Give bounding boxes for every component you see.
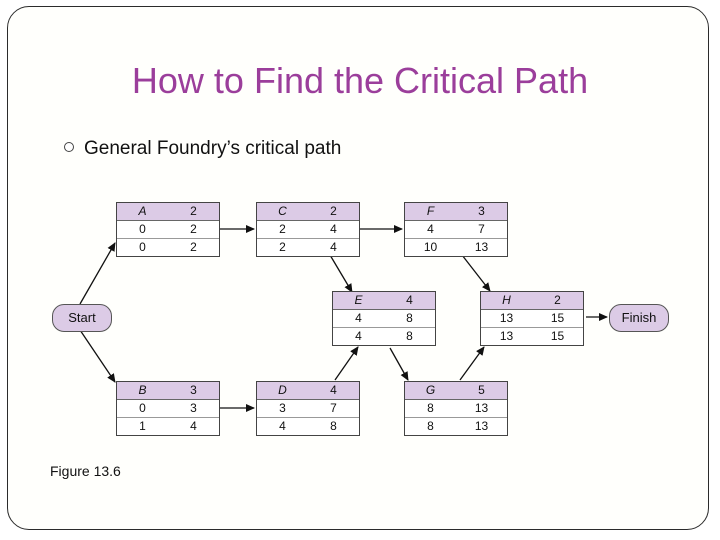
- early-start: 0: [139, 222, 146, 236]
- activity-name: G: [425, 383, 436, 397]
- early-times-row: 13 15: [481, 310, 583, 327]
- late-finish: 4: [330, 240, 337, 254]
- late-start: 13: [499, 329, 514, 343]
- late-start: 10: [423, 240, 438, 254]
- arrow-start-b: [79, 329, 116, 383]
- start-node: Start: [52, 304, 112, 332]
- early-finish: 3: [190, 401, 197, 415]
- early-start: 8: [427, 401, 434, 415]
- slide-title: How to Find the Critical Path: [131, 60, 589, 101]
- late-start: 1: [139, 419, 146, 433]
- early-start: 13: [499, 311, 514, 325]
- late-times-row: 8 13: [405, 417, 507, 435]
- late-start: 2: [279, 240, 286, 254]
- early-finish: 2: [190, 222, 197, 236]
- activity-name: E: [354, 293, 363, 307]
- arrow-c-e: [329, 254, 353, 293]
- late-finish: 13: [474, 240, 489, 254]
- late-start: 0: [139, 240, 146, 254]
- activity-name: D: [278, 383, 287, 397]
- late-start: 4: [355, 329, 362, 343]
- early-finish: 4: [330, 222, 337, 236]
- activity-name: F: [426, 204, 435, 218]
- figure-caption: Figure 13.6: [50, 463, 121, 479]
- bullet-item: General Foundry’s critical path: [64, 138, 341, 160]
- activity-duration: 5: [478, 383, 485, 397]
- late-finish: 8: [330, 419, 337, 433]
- activity-duration: 4: [406, 293, 413, 307]
- activity-name: C: [278, 204, 287, 218]
- early-start: 4: [427, 222, 434, 236]
- late-finish: 4: [190, 419, 197, 433]
- activity-duration: 3: [478, 204, 485, 218]
- late-finish: 13: [474, 419, 489, 433]
- activity-duration: 4: [330, 383, 337, 397]
- bullet-circle-icon: [64, 141, 74, 152]
- early-start: 3: [279, 401, 286, 415]
- early-start: 0: [139, 401, 146, 415]
- late-start: 8: [427, 419, 434, 433]
- late-times-row: 13 15: [481, 327, 583, 345]
- early-finish: 8: [406, 311, 413, 325]
- early-finish: 13: [474, 401, 489, 415]
- late-start: 4: [279, 419, 286, 433]
- early-times-row: 8 13: [405, 400, 507, 417]
- activity-name: B: [138, 383, 147, 397]
- early-finish: 7: [478, 222, 485, 236]
- late-finish: 8: [406, 329, 413, 343]
- arrow-f-h: [461, 254, 491, 292]
- activity-name: H: [502, 293, 511, 307]
- finish-node: Finish: [609, 304, 669, 332]
- early-finish: 7: [330, 401, 337, 415]
- late-finish: 2: [190, 240, 197, 254]
- early-start: 2: [279, 222, 286, 236]
- activity-name: A: [138, 204, 147, 218]
- activity-duration: 3: [190, 383, 197, 397]
- early-start: 4: [355, 311, 362, 325]
- arrow-g-h: [459, 346, 485, 381]
- bullet-text: General Foundry’s critical path: [84, 138, 342, 159]
- arrow-e-g: [389, 347, 409, 381]
- arrow-d-e: [334, 346, 359, 381]
- late-finish: 15: [550, 329, 565, 343]
- arrow-start-a: [79, 242, 116, 305]
- activity-duration: 2: [190, 204, 197, 218]
- activity-duration: 2: [330, 204, 337, 218]
- activity-duration: 2: [554, 293, 561, 307]
- early-finish: 15: [550, 311, 565, 325]
- slide-frame: [7, 6, 709, 530]
- late-times-row: 10 13: [405, 238, 507, 256]
